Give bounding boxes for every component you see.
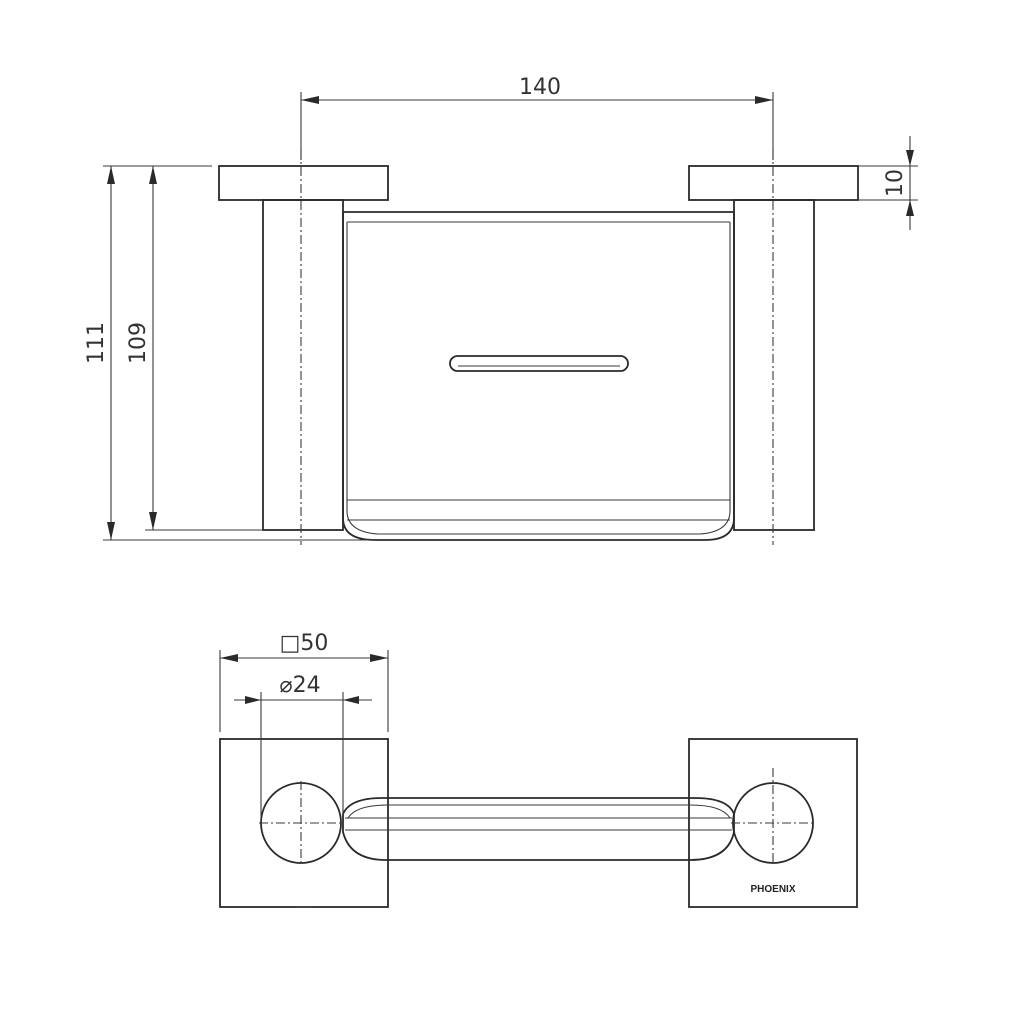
- front-elevation-view: 140 10 111 109: [84, 75, 918, 545]
- plate-size-dimension: □50: [219, 631, 389, 732]
- drain-slot: [449, 355, 629, 372]
- soap-dish-plan: [342, 797, 735, 861]
- width-dimension-label: 140: [519, 75, 561, 100]
- right-post: [733, 199, 815, 531]
- soap-dish-basket: [342, 211, 735, 541]
- plate-thickness-label: 10: [883, 169, 908, 197]
- post-height-dimension: 109: [126, 165, 263, 531]
- left-wall-plate: [218, 165, 389, 201]
- post-diameter-label: ⌀24: [279, 673, 320, 698]
- right-square-plate: [688, 738, 858, 908]
- plan-centerlines: [259, 768, 815, 865]
- post-diameter-dimension: ⌀24: [234, 673, 372, 823]
- width-dimension: 140: [300, 75, 774, 160]
- left-square-plate: [219, 738, 389, 908]
- plate-size-label: □50: [280, 631, 329, 656]
- plate-thickness-dimension: 10: [858, 136, 918, 230]
- post-height-label: 109: [126, 322, 151, 364]
- overall-height-label: 111: [84, 322, 109, 364]
- left-post: [262, 199, 344, 531]
- plan-view: PHOENIX □50 ⌀24: [219, 631, 858, 908]
- brand-label: PHOENIX: [750, 884, 795, 895]
